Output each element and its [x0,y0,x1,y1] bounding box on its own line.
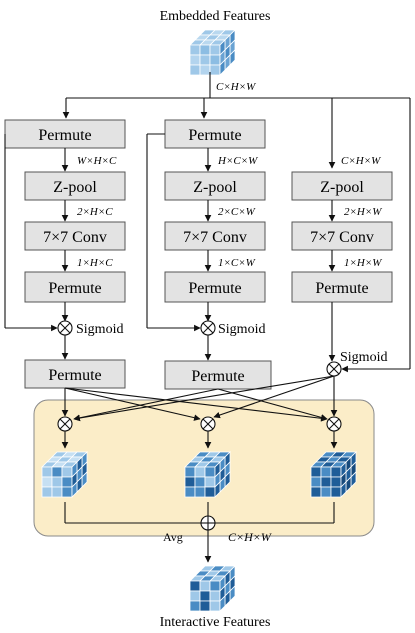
branch2-zpool-box [164,171,266,201]
branch1-in-dim: W×H×C [77,155,117,167]
branch2-permute2-label: Permute [188,280,241,297]
branch1-permute3-box [24,359,126,389]
branch1-permute2-label: Permute [48,280,101,297]
branch3-zpool-label: Z-pool [320,179,364,196]
branch2-pool-dim: 2×C×W [218,206,256,218]
branch2-conv-box [164,221,266,251]
input-dim-label: C×H×W [216,81,256,93]
branch3-permute-label: Permute [315,280,368,297]
embedded-features-cube-icon [189,29,236,76]
branch3-zpool-box [291,171,393,201]
fusion-cube-2-icon [184,451,231,498]
branch3-conv-label: 7×7 Conv [310,229,374,246]
fusion-cube-3-icon [310,451,357,498]
branch2-zpool-label: Z-pool [193,179,237,196]
branch2-permute3-label: Permute [191,368,244,385]
branch1-permute2-box [24,271,126,303]
embedded-features-label: Embedded Features [160,9,271,24]
branch1-sigmoid-label: Sigmoid [76,322,123,337]
branch2-permute3-box [164,360,272,390]
avg-label: Avg [163,530,183,544]
branch1-permute3-label: Permute [48,367,101,384]
branch2-sigmoid-label: Sigmoid [218,322,265,337]
branch3-pool-dim: 2×H×W [344,206,382,218]
branch1-pool-dim: 2×H×C [77,206,113,218]
branch2-permute-label: Permute [188,127,241,144]
fusion-cube-1-icon [41,451,88,498]
branch1-zpool-label: Z-pool [53,179,97,196]
branch3-in-dim: C×H×W [341,155,381,167]
branch1-conv-label: 7×7 Conv [43,229,107,246]
branch2-in-dim: H×C×W [217,155,258,167]
branch3-conv-dim: 1×H×W [344,257,382,269]
branch2-conv-label: 7×7 Conv [183,229,247,246]
branch1-permute-box [4,119,126,149]
branch3-conv-box [291,221,393,251]
branch2-permute2-box [164,271,266,303]
branch2-conv-dim: 1×C×W [218,257,256,269]
interactive-features-label: Interactive Features [160,615,271,630]
interactive-features-cube-icon [189,565,236,612]
branch3-permute-box [291,271,393,303]
branch1-zpool-box [24,171,126,201]
branch1-conv-box [24,221,126,251]
output-dim-label: C×H×W [228,530,272,544]
branch1-conv-dim: 1×H×C [77,257,113,269]
branch3-sigmoid-label: Sigmoid [340,350,387,365]
branch1-permute-label: Permute [38,127,91,144]
